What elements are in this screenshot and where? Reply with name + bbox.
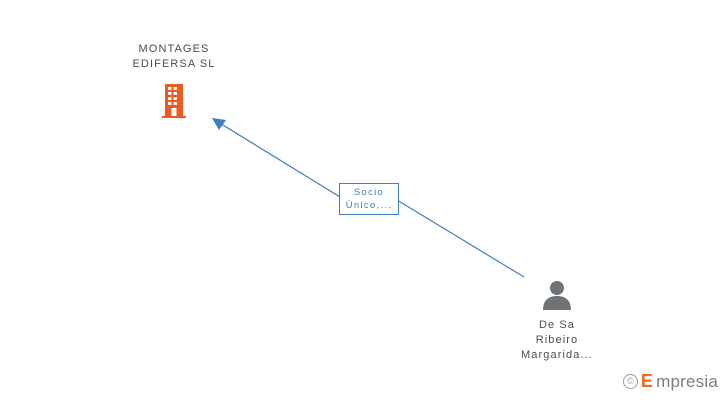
edge-line-lower bbox=[396, 199, 525, 278]
node-company-label: MONTAGES EDIFERSA SL bbox=[132, 43, 216, 70]
edge-line-upper bbox=[217, 121, 341, 198]
node-person[interactable]: De Sa Ribeiro Margarida... bbox=[492, 280, 622, 363]
watermark-brand-accent: E bbox=[640, 371, 654, 391]
copyright-icon: © bbox=[622, 374, 638, 389]
person-icon bbox=[540, 280, 574, 310]
building-icon bbox=[161, 82, 187, 118]
edge-label-socio-unico[interactable]: Socio Único,... bbox=[339, 183, 399, 215]
watermark: © E mpresia bbox=[622, 371, 718, 392]
edge-arrowhead-icon bbox=[212, 118, 226, 130]
watermark-brand-rest: mpresia bbox=[656, 371, 718, 391]
node-company[interactable]: MONTAGES EDIFERSA SL bbox=[106, 42, 242, 118]
node-person-label: De Sa Ribeiro Margarida... bbox=[521, 319, 593, 361]
